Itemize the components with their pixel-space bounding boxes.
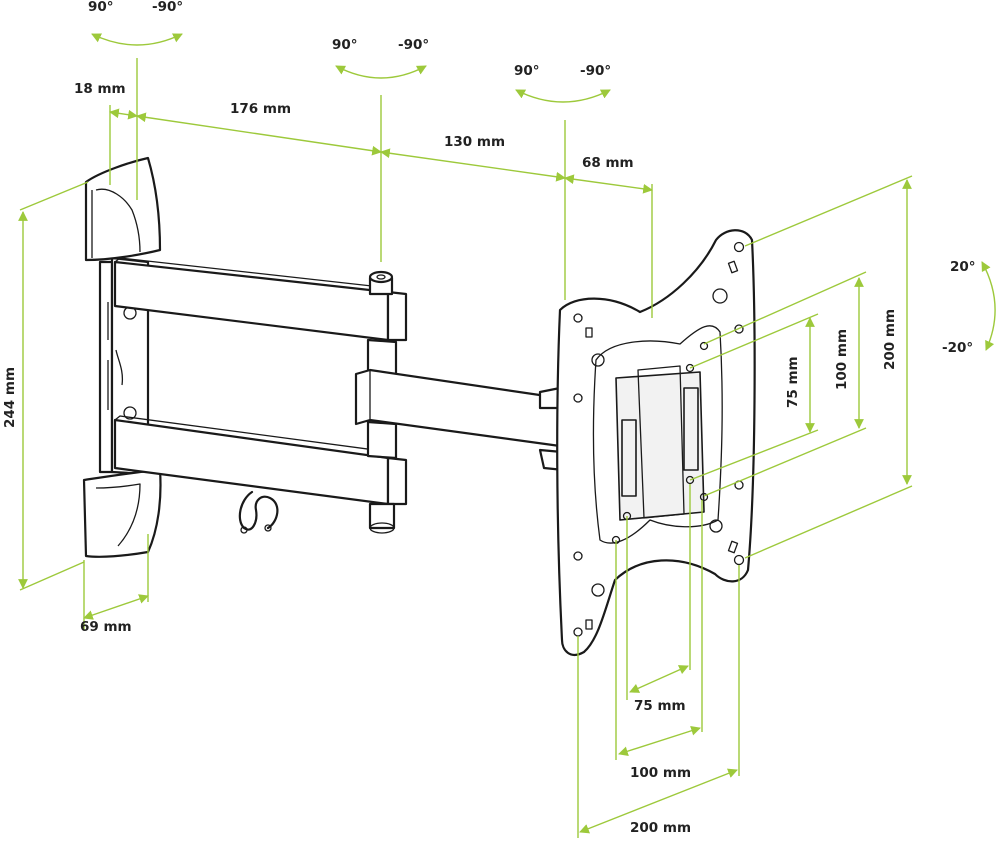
tilt-arrow bbox=[981, 261, 996, 351]
labels: 90° -90° 90° -90° 90° -90° 20° -20° 18 m… bbox=[2, 0, 976, 836]
first-arm-length-label: 176 mm bbox=[230, 101, 291, 117]
cable-clips bbox=[238, 490, 279, 534]
middle-swivel-arrow bbox=[335, 65, 427, 79]
wall-swivel-arrow bbox=[91, 33, 183, 46]
vesa-horizontal-100-label: 100 mm bbox=[630, 765, 691, 781]
wall-swivel-negative-label: -90° bbox=[152, 0, 183, 15]
head-swivel-negative-label: -90° bbox=[580, 63, 611, 79]
dimension-lines bbox=[18, 58, 913, 838]
wall-plate-depth-label: 69 mm bbox=[80, 619, 132, 635]
wall-plate bbox=[82, 156, 162, 558]
vesa-horizontal-75-label: 75 mm bbox=[634, 698, 686, 714]
middle-swivel-positive-label: 90° bbox=[332, 37, 358, 53]
middle-swivel-negative-label: -90° bbox=[398, 37, 429, 53]
middle-joint bbox=[366, 270, 398, 534]
wall-swivel-positive-label: 90° bbox=[88, 0, 114, 15]
head-depth-label: 68 mm bbox=[582, 155, 634, 171]
vesa-horizontal-200-label: 200 mm bbox=[630, 820, 691, 836]
vesa-vertical-75-label: 75 mm bbox=[785, 356, 801, 408]
second-arm-length-label: 130 mm bbox=[444, 134, 505, 150]
vesa-vertical-200-label: 200 mm bbox=[882, 309, 898, 370]
tilt-positive-label: 20° bbox=[950, 259, 976, 275]
vesa-holes bbox=[573, 241, 745, 637]
wall-plate-height-label: 244 mm bbox=[2, 367, 18, 428]
vesa-vertical-100-label: 100 mm bbox=[834, 329, 850, 390]
wall-offset-label: 18 mm bbox=[74, 81, 126, 97]
head-swivel-positive-label: 90° bbox=[514, 63, 540, 79]
first-arm bbox=[113, 257, 408, 506]
head-swivel-arrow bbox=[515, 89, 611, 103]
tilt-negative-label: -20° bbox=[942, 340, 973, 356]
rotation-arrows bbox=[91, 33, 996, 351]
vesa-plate bbox=[556, 229, 756, 656]
